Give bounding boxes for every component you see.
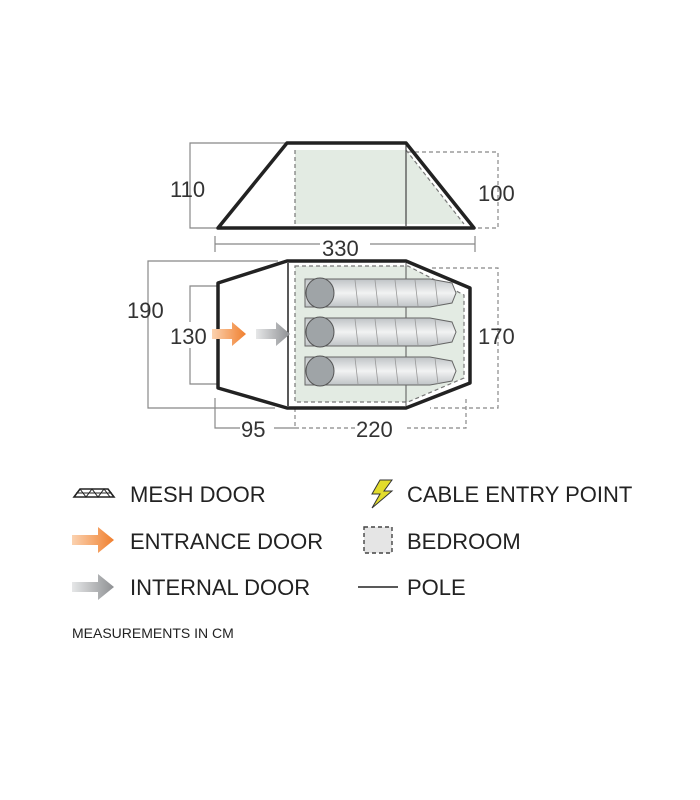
length-label-bg: [320, 232, 370, 256]
bedroom-length-label-bg: [356, 418, 406, 440]
side-elevation: 110 100: [170, 141, 515, 230]
elevation-flysheet-outline: [216, 141, 476, 230]
internal-door-arrow-icon: [256, 322, 290, 346]
sleeping-bag: [304, 316, 457, 348]
legend-internal-arrow-icon: [72, 574, 114, 600]
width-outer-dimension-box: [147, 260, 278, 409]
length-dimension: 330: [214, 232, 476, 261]
dimension-height-outer: 110: [170, 177, 205, 202]
legend-cable-entry-label: CABLE ENTRY POINT: [407, 482, 632, 507]
inner-width-dimension-box: [430, 267, 499, 409]
legend-entrance-arrow-icon: [72, 527, 114, 553]
inner-height-dimension-box: [408, 151, 499, 229]
dimension-bedroom-length: 220: [356, 417, 393, 442]
outer-height-dimension-box: [189, 142, 290, 229]
porch-label-bg: [240, 418, 274, 440]
entrance-door-arrow-icon: [212, 322, 246, 346]
door-width-label-bg: [166, 322, 212, 348]
elevation-bedroom-fill: [295, 150, 464, 224]
measurements-note: MEASUREMENTS IN CM: [72, 625, 234, 641]
sleeping-bag: [304, 355, 457, 387]
cable-entry-lightning-icon: [371, 479, 394, 509]
floorplan-flysheet-outline: [216, 259, 472, 410]
dimension-width-outer: 190: [127, 298, 164, 323]
dimension-width-inner: 170: [478, 324, 515, 349]
floor-plan: 190 130 170 95 220: [127, 259, 515, 442]
legend-bedroom-label: BEDROOM: [407, 529, 521, 554]
bedroom-length-dimension: [295, 398, 467, 429]
sleeping-bag: [304, 277, 457, 309]
elevation-inner-tent-outline: [294, 149, 465, 225]
legend-pole-label: POLE: [407, 575, 466, 600]
bedroom-legend-icon: [363, 526, 393, 554]
legend: MESH DOOR ENTRANCE DOOR INTERNAL DOOR CA…: [72, 479, 632, 641]
dimension-height-inner: 100: [478, 181, 515, 206]
legend-mesh-door-label: MESH DOOR: [130, 482, 266, 507]
mesh-door-icon: [72, 488, 116, 498]
dimension-porch-depth: 95: [241, 417, 265, 442]
legend-entrance-door-label: ENTRANCE DOOR: [130, 529, 323, 554]
dimension-length-total: 330: [322, 236, 359, 261]
dimension-door-width: 130: [170, 324, 207, 349]
legend-internal-door-label: INTERNAL DOOR: [130, 575, 310, 600]
